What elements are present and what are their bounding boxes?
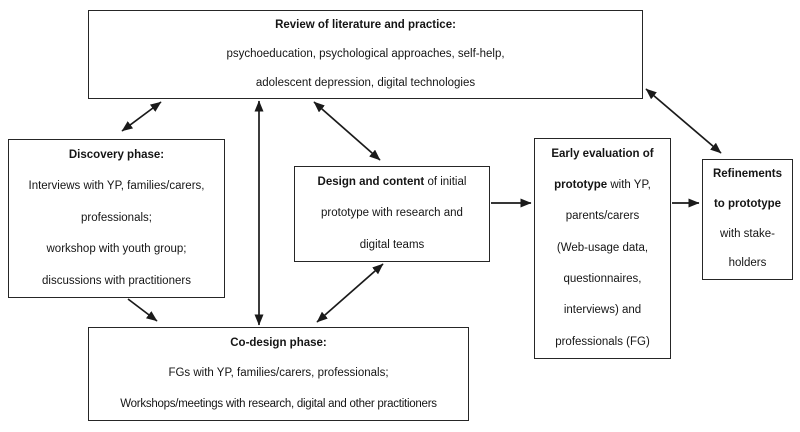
arrow-design-codesign bbox=[316, 263, 384, 323]
evaluation-line: professionals (FG) bbox=[555, 335, 650, 348]
design-line: prototype with research and bbox=[321, 207, 463, 220]
refinements-line: with stake- bbox=[720, 227, 775, 240]
design-line: Design and content of initial bbox=[317, 175, 467, 188]
evaluation-line: questionnaires, bbox=[563, 273, 642, 286]
design-line: digital teams bbox=[359, 238, 425, 251]
arrow-discovery-codesign bbox=[127, 298, 158, 322]
discovery-line: discussions with practitioners bbox=[42, 274, 191, 287]
evaluation-line: Early evaluation of bbox=[551, 147, 654, 160]
refinements-line: holders bbox=[728, 257, 767, 270]
evaluation-line: prototype with YP, bbox=[554, 179, 651, 192]
box-discovery-phase: Discovery phase: Interviews with YP, fam… bbox=[8, 139, 225, 298]
discovery-line: workshop with youth group; bbox=[46, 243, 187, 256]
discovery-title: Discovery phase: bbox=[68, 148, 165, 161]
box-design-and-content: Design and content of initial prototype … bbox=[294, 166, 490, 262]
arrow-review-design bbox=[313, 101, 381, 161]
codesign-title: Co-design phase: bbox=[230, 336, 327, 349]
discovery-line: professionals; bbox=[81, 211, 152, 224]
box-refinements: Refinements to prototype with stake- hol… bbox=[702, 159, 793, 280]
refinements-line: Refinements bbox=[712, 168, 783, 181]
box-early-evaluation: Early evaluation of prototype with YP, p… bbox=[534, 138, 671, 359]
review-line: psychoeducation, psychological approache… bbox=[226, 47, 505, 60]
refinements-line: to prototype bbox=[713, 197, 782, 210]
arrow-review-discovery bbox=[121, 101, 162, 132]
codesign-line: FGs with YP, families/carers, profession… bbox=[168, 367, 389, 380]
evaluation-line: interviews) and bbox=[563, 304, 642, 317]
evaluation-line: (Web-usage data, bbox=[556, 241, 649, 254]
box-codesign-phase: Co-design phase: FGs with YP, families/c… bbox=[88, 327, 469, 421]
review-line: adolescent depression, digital technolog… bbox=[255, 76, 476, 89]
evaluation-line: parents/carers bbox=[565, 210, 640, 223]
codesign-line: Workshops/meetings with research, digita… bbox=[120, 397, 437, 410]
box-review-of-literature: Review of literature and practice: psych… bbox=[88, 10, 643, 99]
review-title: Review of literature and practice: bbox=[275, 18, 456, 31]
discovery-line: Interviews with YP, families/carers, bbox=[28, 180, 205, 193]
arrow-review-refinements bbox=[645, 88, 722, 154]
